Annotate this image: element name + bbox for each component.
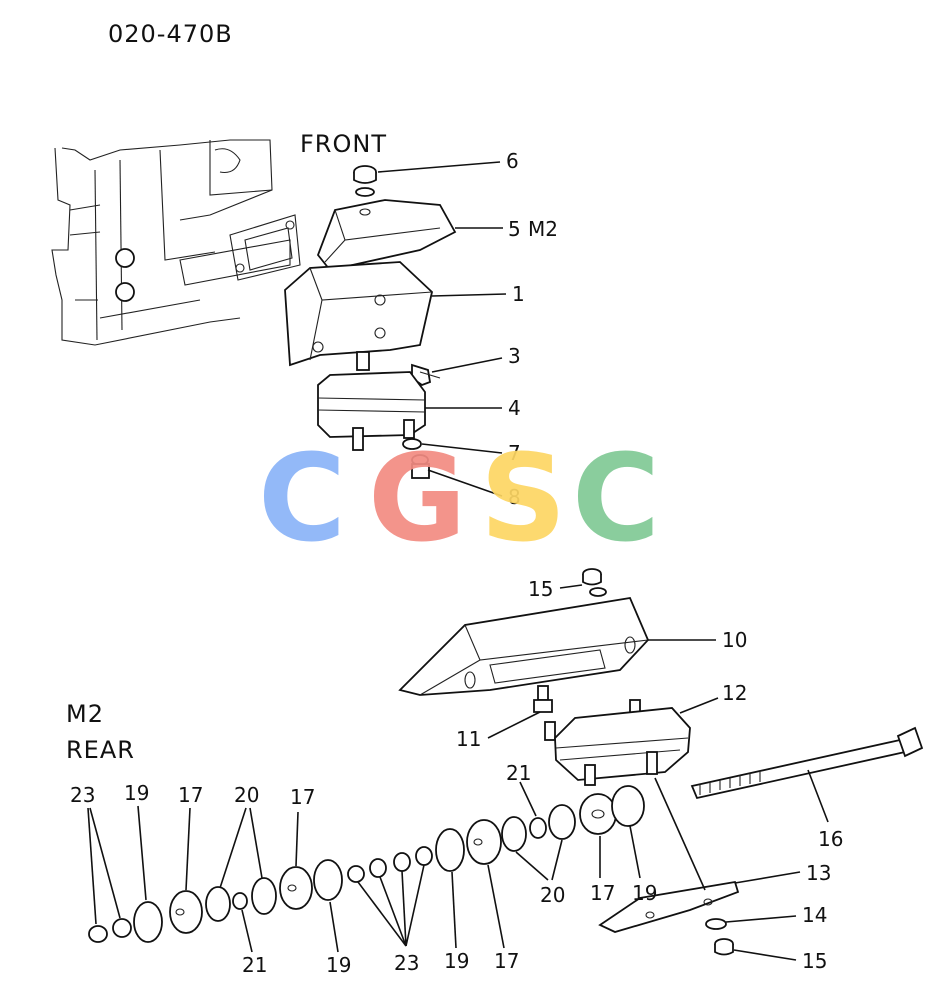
callout-19-mid: 19 [326, 953, 351, 977]
cushion-part-17-mid [279, 866, 313, 910]
bracket-plate-part-5 [316, 199, 457, 272]
callout-19-far-right: 19 [632, 881, 657, 905]
bolt-part-11 [533, 685, 553, 713]
callout-3: 3 [508, 344, 521, 368]
callout-16: 16 [818, 827, 843, 851]
cgsc-watermark: C G S C [258, 430, 660, 569]
callout-21-top: 21 [506, 761, 531, 785]
nut-part-23-mid-4 [415, 846, 433, 866]
nut-part-15-bottom [714, 938, 734, 956]
callout-5-variant: M2 [528, 217, 558, 241]
nut-part-23-mid-2 [369, 858, 387, 878]
callout-17-left: 17 [178, 783, 203, 807]
spacer-part-21-bottom [232, 892, 248, 910]
callout-15-top: 15 [528, 577, 553, 601]
cushion-part-17-top-right [579, 793, 617, 835]
callout-4: 4 [508, 396, 521, 420]
callout-10: 10 [722, 628, 747, 652]
washer-part-19-top-right [611, 785, 645, 827]
watermark-letter-c1: C [258, 430, 346, 569]
nut-part-15-top [582, 568, 607, 597]
rear-variant-label: M2 [66, 700, 104, 728]
washer-part-19-mid [313, 859, 343, 901]
diagram-code: 020-470B [108, 20, 233, 48]
watermark-letter-g: G [368, 430, 467, 569]
washer-part-7 [402, 438, 422, 450]
callout-14: 14 [802, 903, 827, 927]
front-section-title: FRONT [300, 130, 387, 158]
engine-block [51, 139, 301, 346]
nut-part-6 [353, 165, 377, 197]
washer-part-20-mid [251, 877, 277, 915]
watermark-letter-c2: C [572, 430, 660, 569]
washer-part-19-left [133, 901, 163, 943]
washer-part-20-right [501, 816, 527, 852]
rubber-mount-part-4 [317, 351, 426, 451]
nut-part-8 [411, 454, 430, 479]
callout-23-left: 23 [70, 783, 95, 807]
callout-17-mid: 17 [290, 785, 315, 809]
callout-21-bottom: 21 [242, 953, 267, 977]
callout-17-far-right: 17 [590, 881, 615, 905]
callout-5: 5 [508, 217, 521, 241]
cushion-part-17-left [169, 890, 203, 934]
callout-1: 1 [512, 282, 525, 306]
nut-part-23-left-1 [88, 925, 108, 943]
washer-part-14 [705, 918, 727, 930]
callout-11: 11 [456, 727, 481, 751]
callout-6: 6 [506, 149, 519, 173]
rear-section-title: REAR [66, 736, 135, 764]
cushion-part-17-right [466, 819, 502, 865]
washer-part-19-right [435, 828, 465, 872]
callout-15-bottom: 15 [802, 949, 827, 973]
washer-part-20-top-right [548, 804, 576, 840]
bracket-part-1 [284, 261, 433, 367]
spacer-part-21-top [529, 817, 547, 839]
callout-20-right: 20 [540, 883, 565, 907]
callout-13: 13 [806, 861, 831, 885]
callout-8: 8 [508, 485, 521, 509]
long-bolt-part-16 [690, 726, 924, 800]
plate-part-13 [598, 880, 740, 933]
nut-part-23-mid-3 [393, 852, 411, 872]
callout-19-right: 19 [444, 949, 469, 973]
crossmember-part-10 [398, 596, 650, 696]
rubber-mount-part-12 [544, 699, 691, 786]
callout-17-right: 17 [494, 949, 519, 973]
callout-23-mid: 23 [394, 951, 419, 975]
callout-12: 12 [722, 681, 747, 705]
callout-20-left: 20 [234, 783, 259, 807]
nut-part-23-left-2 [112, 918, 132, 938]
nut-part-23-mid-1 [347, 865, 365, 883]
watermark-letter-s: S [480, 430, 566, 569]
callout-19-left: 19 [124, 781, 149, 805]
callout-7: 7 [508, 441, 521, 465]
washer-part-20-left [205, 886, 231, 922]
